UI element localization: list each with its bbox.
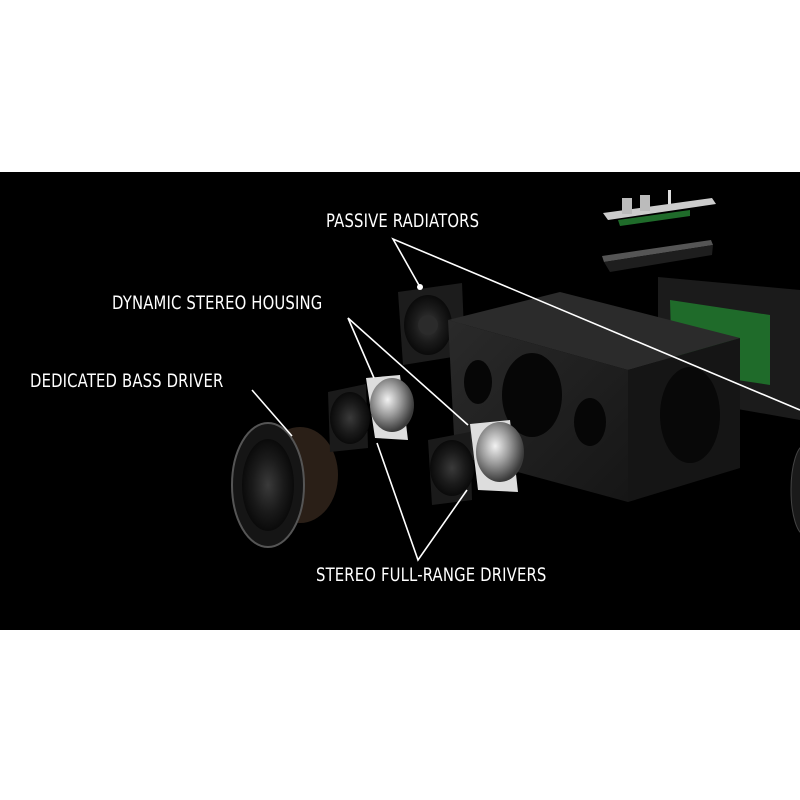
full-range-driver-right: [428, 420, 524, 505]
label-dynamic-stereo-housing: DYNAMIC STEREO HOUSING: [112, 292, 323, 314]
leader-lines: [251, 237, 800, 562]
label-stereo-full-range-drivers: STEREO FULL-RANGE DRIVERS: [316, 564, 547, 586]
passive-radiator-right: [790, 447, 800, 533]
label-passive-radiators: PASSIVE RADIATORS: [326, 210, 480, 232]
passive-radiator: [398, 283, 465, 365]
label-dedicated-bass-driver: DEDICATED BASS DRIVER: [30, 370, 224, 392]
button-strip: [602, 240, 713, 272]
callout-dot: [417, 284, 423, 290]
control-board: [603, 190, 716, 226]
full-range-driver-left: [328, 375, 414, 452]
bass-driver: [231, 422, 338, 548]
